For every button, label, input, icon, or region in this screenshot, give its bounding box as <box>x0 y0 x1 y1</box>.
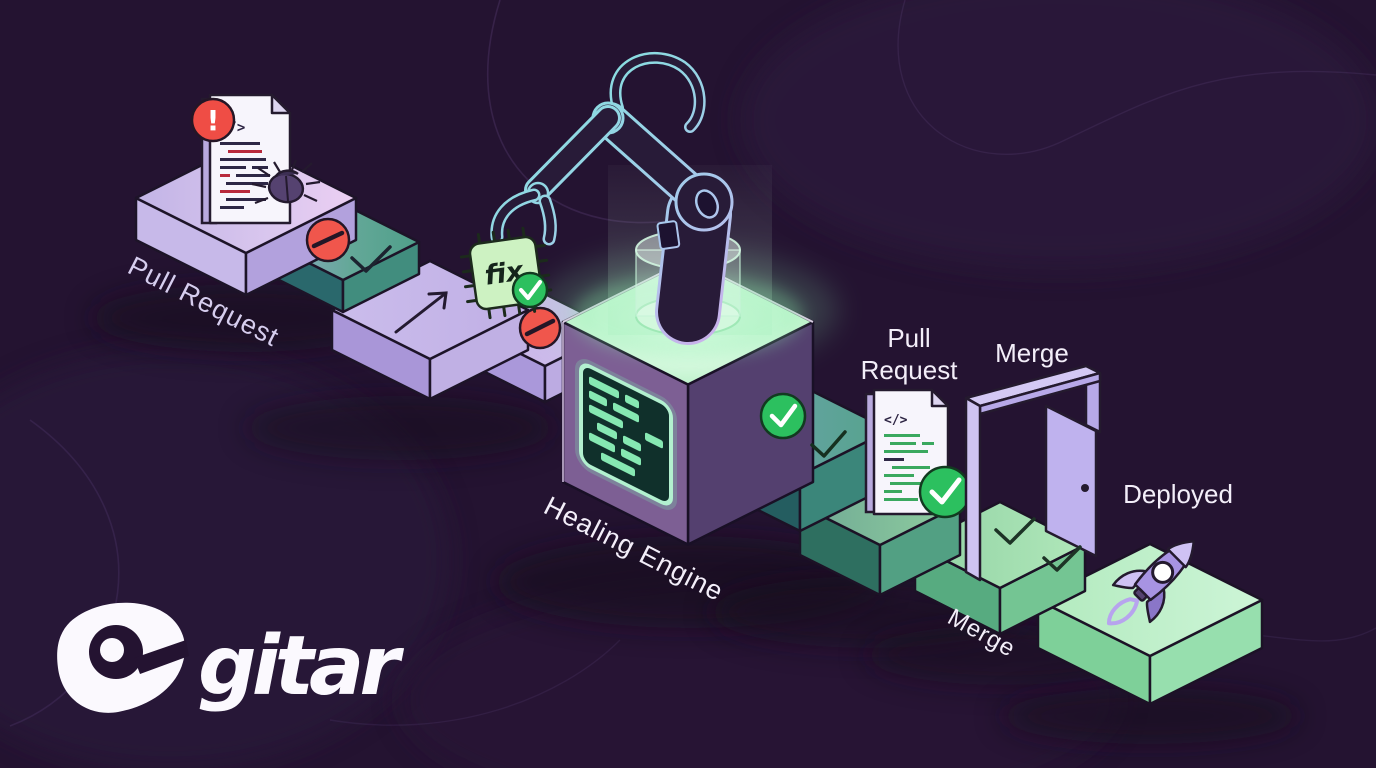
label-merge-top: Merge <box>995 338 1069 368</box>
bug-icon <box>251 159 321 205</box>
doc2-code-lines <box>884 434 934 501</box>
error-minus-icon-2 <box>518 306 562 350</box>
platform-pull-request <box>134 141 358 297</box>
doc1-code-lines <box>220 142 270 209</box>
robot-claw <box>490 188 557 246</box>
error-minus-icon-1 <box>305 217 351 263</box>
check-stamp-icon-1 <box>350 245 392 273</box>
door-icon <box>964 364 1102 582</box>
rocket-icon <box>1106 539 1196 626</box>
error-badge-glyph: ! <box>207 104 220 137</box>
code-screen <box>575 359 677 510</box>
gitar-logo-wordmark: gitar <box>198 619 404 714</box>
arrow-up-icon <box>394 291 448 334</box>
check-stamp-icon-3 <box>994 517 1036 545</box>
svg-text:Pull: Pull <box>887 323 930 353</box>
check-stamp-icon-2 <box>810 430 847 458</box>
doc2-code-glyph: </> <box>884 413 908 428</box>
error-badge-icon: ! <box>190 97 236 143</box>
gitar-logo-mark <box>57 602 189 713</box>
door-knob <box>1081 484 1089 492</box>
check-circle-icon <box>759 392 807 440</box>
label-pull-request-right: Pull Request <box>861 323 959 385</box>
check-stamp-icon-4 <box>1042 545 1082 572</box>
gitar-logo: gitar <box>57 602 409 714</box>
svg-text:Request: Request <box>861 355 959 385</box>
fix-check-icon <box>511 271 549 309</box>
code-screen-bars <box>589 376 663 477</box>
label-deployed: Deployed <box>1123 479 1233 509</box>
robot-arm <box>490 51 734 345</box>
merged-check-icon <box>918 465 972 519</box>
